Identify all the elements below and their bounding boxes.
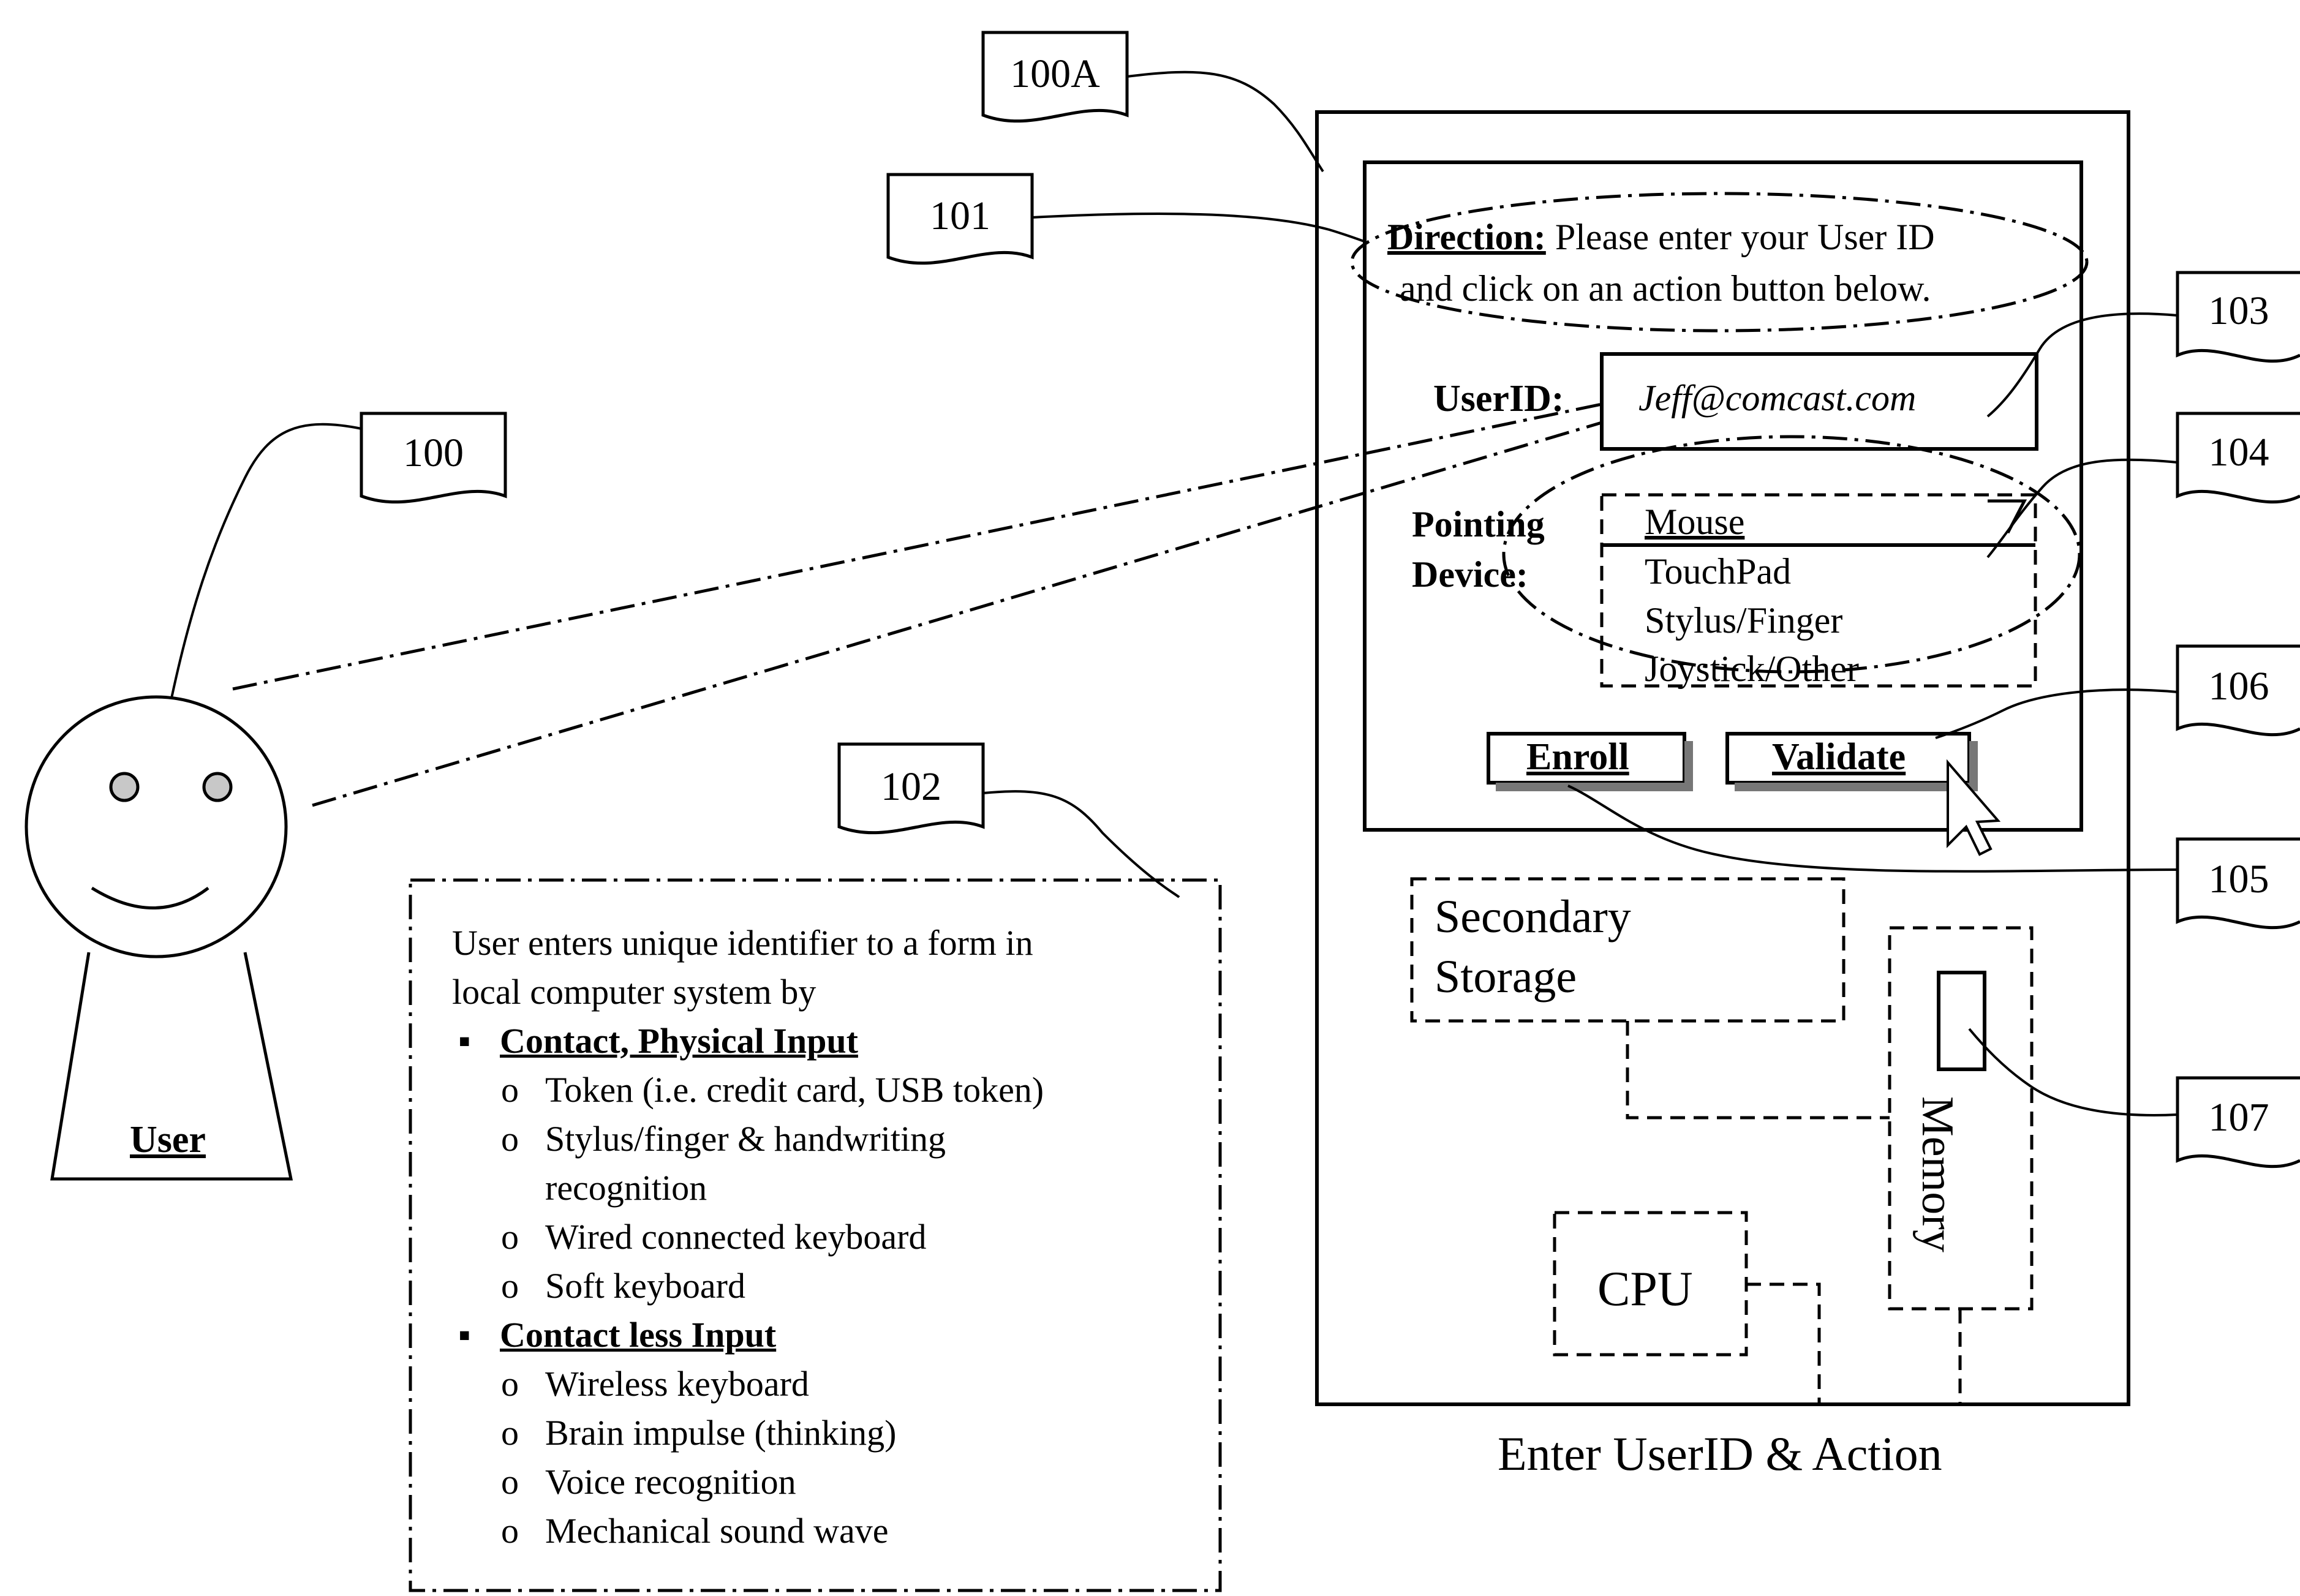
memory-label: Memory xyxy=(1912,1096,1963,1252)
left-eye-icon xyxy=(109,772,140,802)
storage-memory-bus xyxy=(1626,1021,1890,1120)
notes-item-stylus-cont: recognition xyxy=(452,1164,1199,1213)
notes-text: User enters unique identifier to a form … xyxy=(452,919,1199,1556)
callout-105-label: 105 xyxy=(2208,857,2269,902)
notes-item-wireless: Wireless keyboard xyxy=(452,1360,1199,1409)
pointing-option-stylus[interactable]: Stylus/Finger xyxy=(1645,600,1843,641)
leader-105 xyxy=(1567,785,2178,873)
leader-103 xyxy=(1986,312,2178,418)
leader-102 xyxy=(982,790,1180,898)
notes-item-stylus: Stylus/finger & handwriting xyxy=(452,1115,1199,1164)
leader-104 xyxy=(1986,458,2178,559)
pointing-option-joystick[interactable]: Joystick/Other xyxy=(1645,649,1859,689)
notes-list: Contact, Physical Input Token (i.e. cred… xyxy=(452,1017,1199,1556)
direction-ellipse xyxy=(1350,192,2089,333)
validate-button[interactable]: Validate xyxy=(1772,736,1906,778)
leader-101 xyxy=(1031,213,1367,243)
secondary-storage-line-2: Storage xyxy=(1435,951,1577,1003)
notes-item-recognition: recognition xyxy=(545,1168,707,1208)
callout-flag-106 xyxy=(2176,644,2300,737)
secondary-storage-label: Secondary Storage xyxy=(1435,887,1631,1007)
pointing-label-line-1: Pointing xyxy=(1412,504,1545,544)
right-eye-icon xyxy=(202,772,233,802)
smile xyxy=(91,886,209,909)
computer-frame xyxy=(1315,110,2130,1406)
userid-input-value[interactable]: Jeff@comcast.com xyxy=(1638,378,1917,418)
callout-flag-105 xyxy=(2176,837,2300,930)
memory-cell xyxy=(1937,971,1986,1071)
user-label: User xyxy=(130,1119,206,1161)
callout-flag-107 xyxy=(2176,1076,2300,1169)
pointing-device-label: Pointing Device: xyxy=(1412,499,1545,600)
callout-flag-100 xyxy=(360,412,507,504)
callout-101-label: 101 xyxy=(930,194,990,238)
direction-label: Direction: xyxy=(1387,217,1546,257)
leader-100 xyxy=(170,423,362,699)
leader-100A xyxy=(1126,70,1324,173)
notes-item-soft: Soft keyboard xyxy=(452,1262,1199,1311)
secondary-storage-line-1: Secondary xyxy=(1435,891,1631,943)
notes-intro-2: local computer system by xyxy=(452,972,816,1012)
enroll-button[interactable]: Enroll xyxy=(1526,736,1629,778)
pointing-option-mouse[interactable]: Mouse xyxy=(1645,502,1745,542)
userid-box[interactable] xyxy=(1600,352,2038,451)
user-body xyxy=(50,952,293,1181)
leader-106 xyxy=(1935,688,2178,739)
sight-line-upper xyxy=(232,402,1602,691)
callout-flag-103 xyxy=(2176,271,2300,363)
enroll-button-shadow xyxy=(1496,783,1692,791)
callout-103-label: 103 xyxy=(2208,288,2269,333)
notes-item-voice: Voice recognition xyxy=(452,1458,1199,1507)
notes-group-contactless: Contact less Input xyxy=(452,1311,1199,1360)
direction-line-1: Please enter your User ID xyxy=(1555,217,1935,257)
callout-100-label: 100 xyxy=(403,431,464,475)
direction-line-2: and click on an action button below. xyxy=(1400,268,1931,309)
userid-label: UserID: xyxy=(1433,378,1564,420)
mouse-cursor-icon xyxy=(1947,759,2001,856)
pointing-ellipse xyxy=(1502,435,2081,674)
user-head xyxy=(25,695,288,958)
callout-107-label: 107 xyxy=(2208,1095,2269,1140)
notes-item-brain: Brain impulse (thinking) xyxy=(452,1409,1199,1458)
figure-caption: Enter UserID & Action xyxy=(1498,1427,1942,1480)
notes-box xyxy=(409,878,1222,1592)
notes-intro-1: User enters unique identifier to a form … xyxy=(452,923,1033,963)
leader-107 xyxy=(1968,1028,2178,1116)
pointing-dropdown[interactable] xyxy=(1600,493,2037,688)
callout-106-label: 106 xyxy=(2208,664,2269,709)
notes-group-contact: Contact, Physical Input xyxy=(452,1017,1199,1066)
sight-line-lower xyxy=(312,421,1602,807)
cpu-bus xyxy=(1746,1282,1821,1404)
form-window xyxy=(1363,160,2083,832)
notes-item-token: Token (i.e. credit card, USB token) xyxy=(452,1066,1199,1115)
callout-flag-100A xyxy=(981,31,1129,123)
cpu-label: CPU xyxy=(1597,1262,1693,1316)
direction-text: Direction: Please enter your User ID and… xyxy=(1387,211,1935,314)
secondary-storage-box xyxy=(1410,877,1846,1023)
pointing-option-touchpad[interactable]: TouchPad xyxy=(1645,551,1792,592)
notes-item-wired: Wired connected keyboard xyxy=(452,1213,1199,1262)
pointing-label-line-2: Device: xyxy=(1412,554,1528,595)
callout-flag-104 xyxy=(2176,412,2300,504)
callout-104-label: 104 xyxy=(2208,430,2269,475)
callout-100A-label: 100A xyxy=(1010,51,1100,96)
callout-102-label: 102 xyxy=(881,764,941,809)
callout-flag-102 xyxy=(837,742,985,835)
callout-flag-101 xyxy=(886,173,1034,265)
validate-button-shadow xyxy=(1735,783,1977,791)
notes-item-mechanical: Mechanical sound wave xyxy=(452,1507,1199,1556)
